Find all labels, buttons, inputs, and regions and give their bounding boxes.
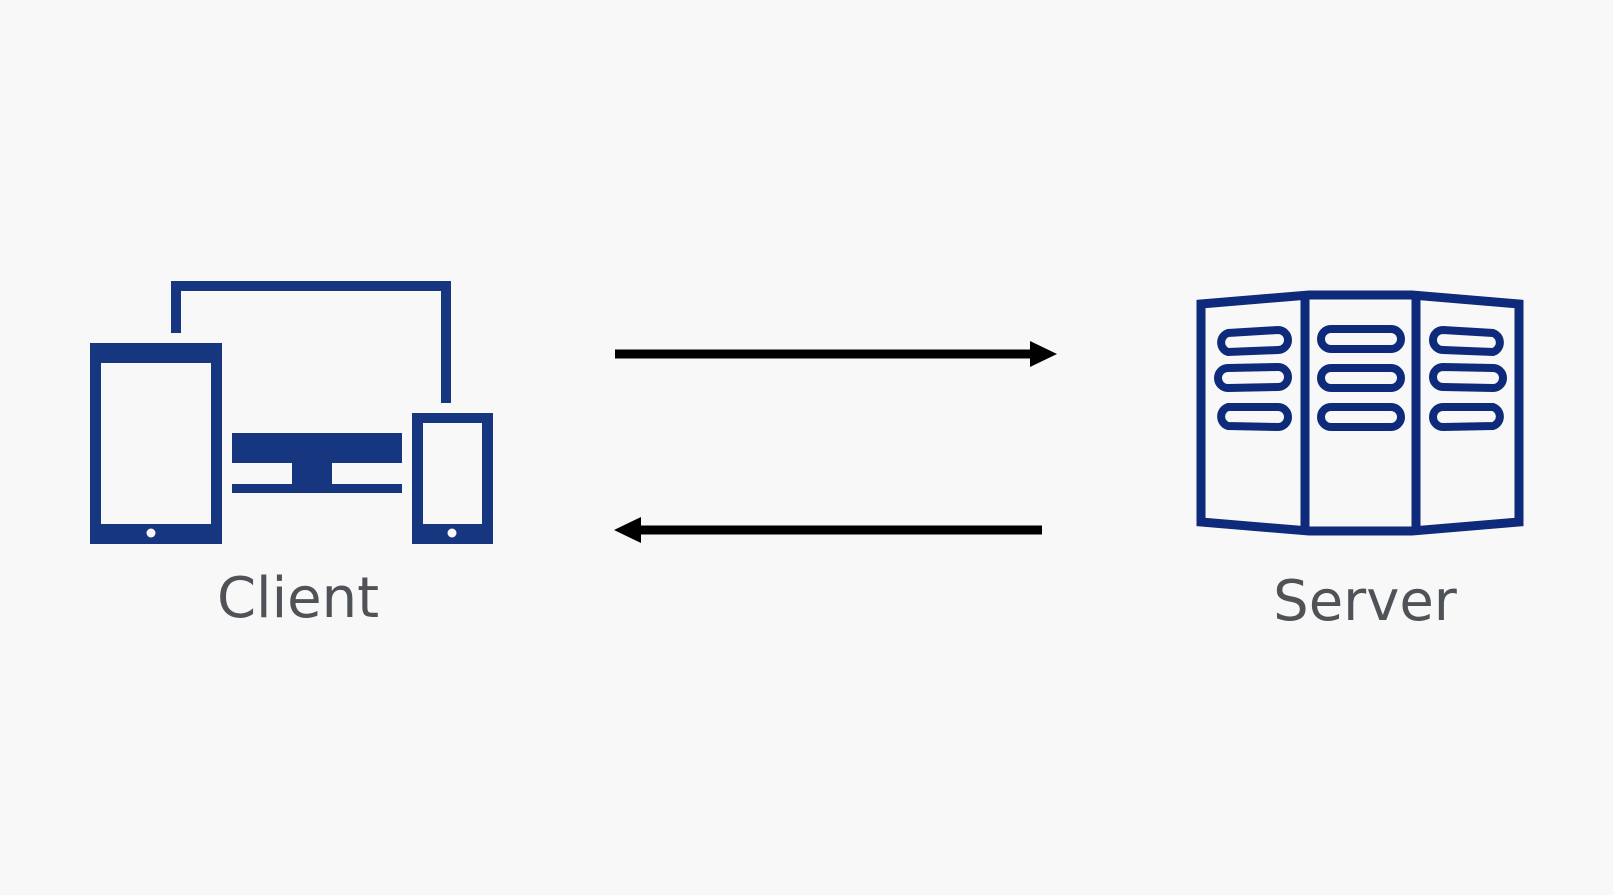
server-slot: [1429, 403, 1504, 432]
device-connector-line: [171, 281, 451, 403]
server-right-slots: [1429, 325, 1507, 432]
server-middle-slots: [1317, 325, 1405, 431]
phone-icon: [412, 413, 493, 544]
server-slot: [1317, 325, 1405, 353]
server-slot: [1317, 403, 1405, 431]
tablet-home-button: [146, 528, 156, 538]
desktop-base-top: [232, 433, 402, 463]
desktop-base-neck: [292, 461, 332, 484]
tablet-screen: [101, 363, 211, 524]
server-slot: [1214, 362, 1292, 393]
request-arrow: [615, 341, 1057, 367]
tablet-icon: [90, 343, 222, 544]
desktop-base-bottom: [232, 484, 402, 493]
server-slot: [1217, 325, 1292, 357]
server-slot: [1217, 403, 1292, 432]
server-slot: [1317, 364, 1405, 392]
server-rack-outline: [1196, 290, 1524, 536]
server-slot: [1429, 325, 1504, 357]
request-arrow-head: [1030, 341, 1057, 367]
devices-icon: [90, 281, 493, 544]
client-label: Client: [217, 566, 379, 631]
server-slot: [1429, 362, 1507, 393]
phone-home-button: [447, 528, 457, 538]
server-label: Server: [1273, 569, 1458, 634]
server-rack-icon: [1196, 290, 1524, 536]
desktop-base-icon: [232, 433, 402, 493]
response-arrow: [614, 517, 1042, 543]
response-arrow-head: [614, 517, 641, 543]
server-left-slots: [1214, 325, 1292, 432]
phone-screen: [423, 423, 482, 524]
